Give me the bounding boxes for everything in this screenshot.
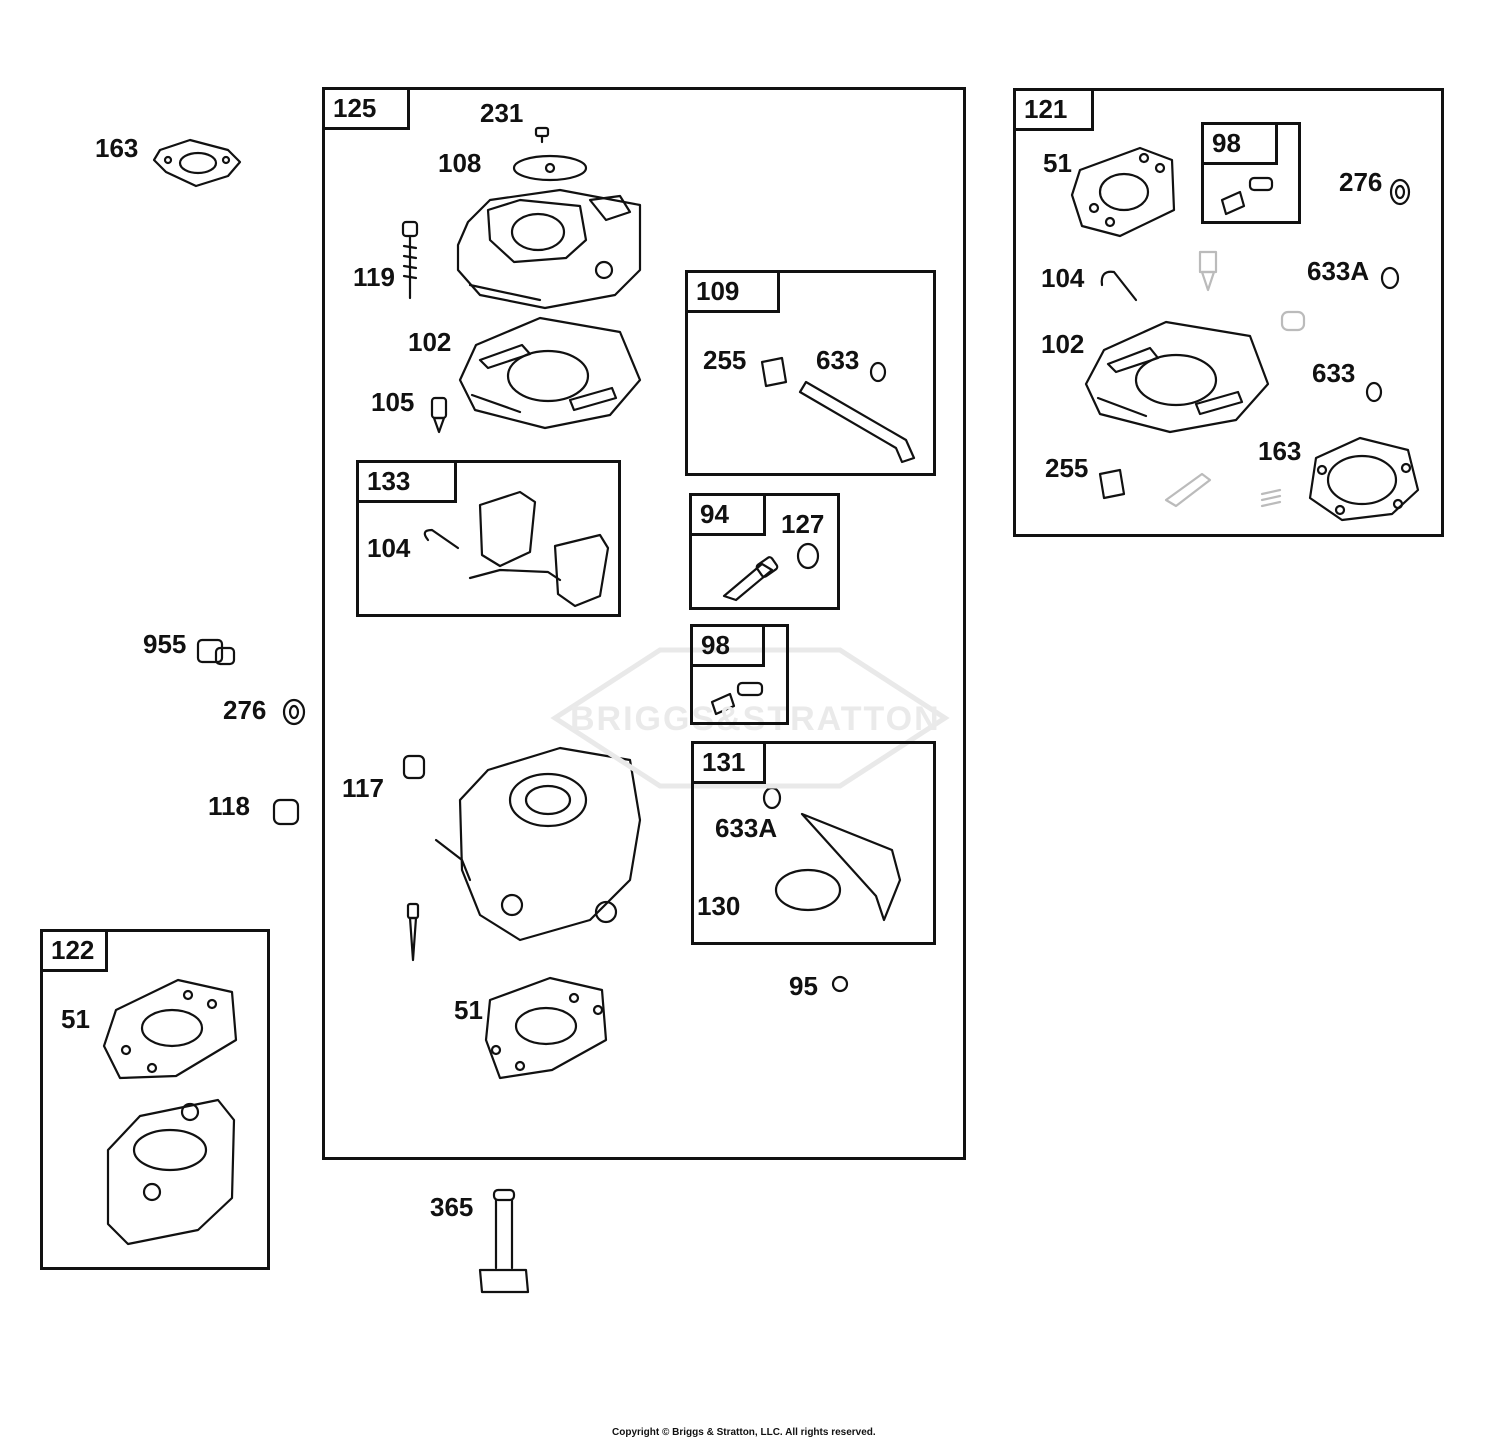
group-125: 125 (322, 87, 966, 1160)
group-121-tag: 121 (1016, 91, 1094, 131)
part-51-gasket-main-icon (484, 976, 608, 1080)
part-231-screw-icon (534, 126, 550, 144)
label-119: 119 (353, 262, 395, 292)
label-255-kit: 255 (1045, 453, 1089, 483)
part-108-gasket-icon (512, 154, 588, 182)
part-carb-upper-body-icon (456, 188, 642, 310)
group-133: 133 (356, 460, 621, 617)
part-633-seal-kit-icon (1365, 381, 1383, 403)
label-163-left: 163 (95, 133, 139, 163)
label-51-kit: 51 (1043, 148, 1072, 178)
watermark-logo-icon (550, 647, 950, 789)
part-117-plug-icon (402, 754, 426, 780)
label-255-main: 255 (703, 345, 747, 375)
part-105-needle-icon (430, 396, 448, 434)
part-104-clip-kit-icon (1100, 270, 1138, 302)
part-163-gasket-kit-icon (1308, 436, 1420, 522)
part-51-gasket-kit-icon (1070, 146, 1176, 238)
label-633-main: 633 (816, 345, 860, 375)
copyright-notice: Copyright © Briggs & Stratton, LLC. All … (612, 1427, 876, 1438)
label-102-kit: 102 (1041, 329, 1085, 359)
group-98-main-tag: 98 (693, 627, 765, 667)
part-955-fitting-icon (196, 638, 236, 666)
label-365: 365 (430, 1192, 474, 1222)
group-121: 121 (1013, 88, 1444, 537)
part-main-jet-icon (406, 902, 420, 962)
part-95-plug-icon (831, 975, 849, 993)
group-94: 94 (689, 493, 840, 610)
group-98-kit-tag: 98 (1204, 125, 1278, 165)
part-51-gasket-left-icon (102, 978, 238, 1080)
group-131: 131 (691, 741, 936, 945)
label-955: 955 (143, 629, 187, 659)
label-118: 118 (208, 791, 250, 821)
label-276-left: 276 (223, 695, 267, 725)
label-102-main: 102 (408, 327, 452, 357)
part-133-float-icon (423, 490, 610, 608)
watermark-text: BRIGGS&STRATTON (570, 700, 941, 738)
group-109: 109 (685, 270, 936, 476)
label-163-kit: 163 (1258, 436, 1302, 466)
part-spacer-icon (106, 1098, 236, 1246)
part-carb-lower-body-icon (434, 746, 642, 942)
part-fitting-kit-icon (1280, 310, 1306, 332)
group-109-tag: 109 (688, 273, 780, 313)
label-633a-main: 633A (715, 813, 778, 843)
part-98-screw-spring-kit-icon (1220, 176, 1274, 216)
group-131-tag: 131 (694, 744, 766, 784)
part-float-needle-kit-icon (1198, 250, 1218, 292)
part-98-screw-spring-main-icon (710, 681, 764, 716)
label-276-kit: 276 (1339, 167, 1383, 197)
part-163-gasket-left-icon (152, 138, 242, 188)
part-633a-bushing-kit-icon (1380, 266, 1400, 290)
label-231: 231 (480, 98, 524, 128)
label-633a-kit: 633A (1307, 256, 1370, 286)
label-51-left: 51 (61, 1004, 90, 1034)
part-102-gasket-main-icon (458, 316, 642, 430)
part-102-gasket-kit-icon (1084, 320, 1270, 434)
part-255-bushing-kit-icon (1098, 468, 1126, 500)
label-95: 95 (789, 971, 818, 1001)
group-125-tag: 125 (325, 90, 410, 130)
part-365-bolt-icon (478, 1188, 530, 1294)
label-51-main: 51 (454, 995, 483, 1025)
group-98-main: 98 (690, 624, 789, 725)
part-needle-kit-icon (1164, 472, 1212, 508)
group-98-kit: 98 (1201, 122, 1301, 224)
label-104-kit: 104 (1041, 263, 1085, 293)
label-108: 108 (438, 148, 482, 178)
label-117: 117 (342, 773, 384, 803)
part-119-screw-icon (401, 220, 419, 300)
group-133-tag: 133 (359, 463, 457, 503)
part-94-needle-icon (722, 542, 820, 602)
label-130: 130 (697, 891, 741, 921)
group-94-tag: 94 (692, 496, 766, 536)
part-118-plug-icon (272, 798, 300, 826)
part-spring-kit-icon (1260, 488, 1282, 508)
part-276-washer-kit-icon (1389, 178, 1411, 206)
label-633-kit: 633 (1312, 358, 1356, 388)
label-127: 127 (781, 509, 825, 539)
part-276-washer-left-icon (282, 698, 306, 726)
label-105: 105 (371, 387, 415, 417)
label-104-main: 104 (367, 533, 411, 563)
group-122-tag: 122 (43, 932, 108, 972)
group-122: 122 (40, 929, 270, 1270)
part-109-shaft-icon (760, 356, 916, 464)
